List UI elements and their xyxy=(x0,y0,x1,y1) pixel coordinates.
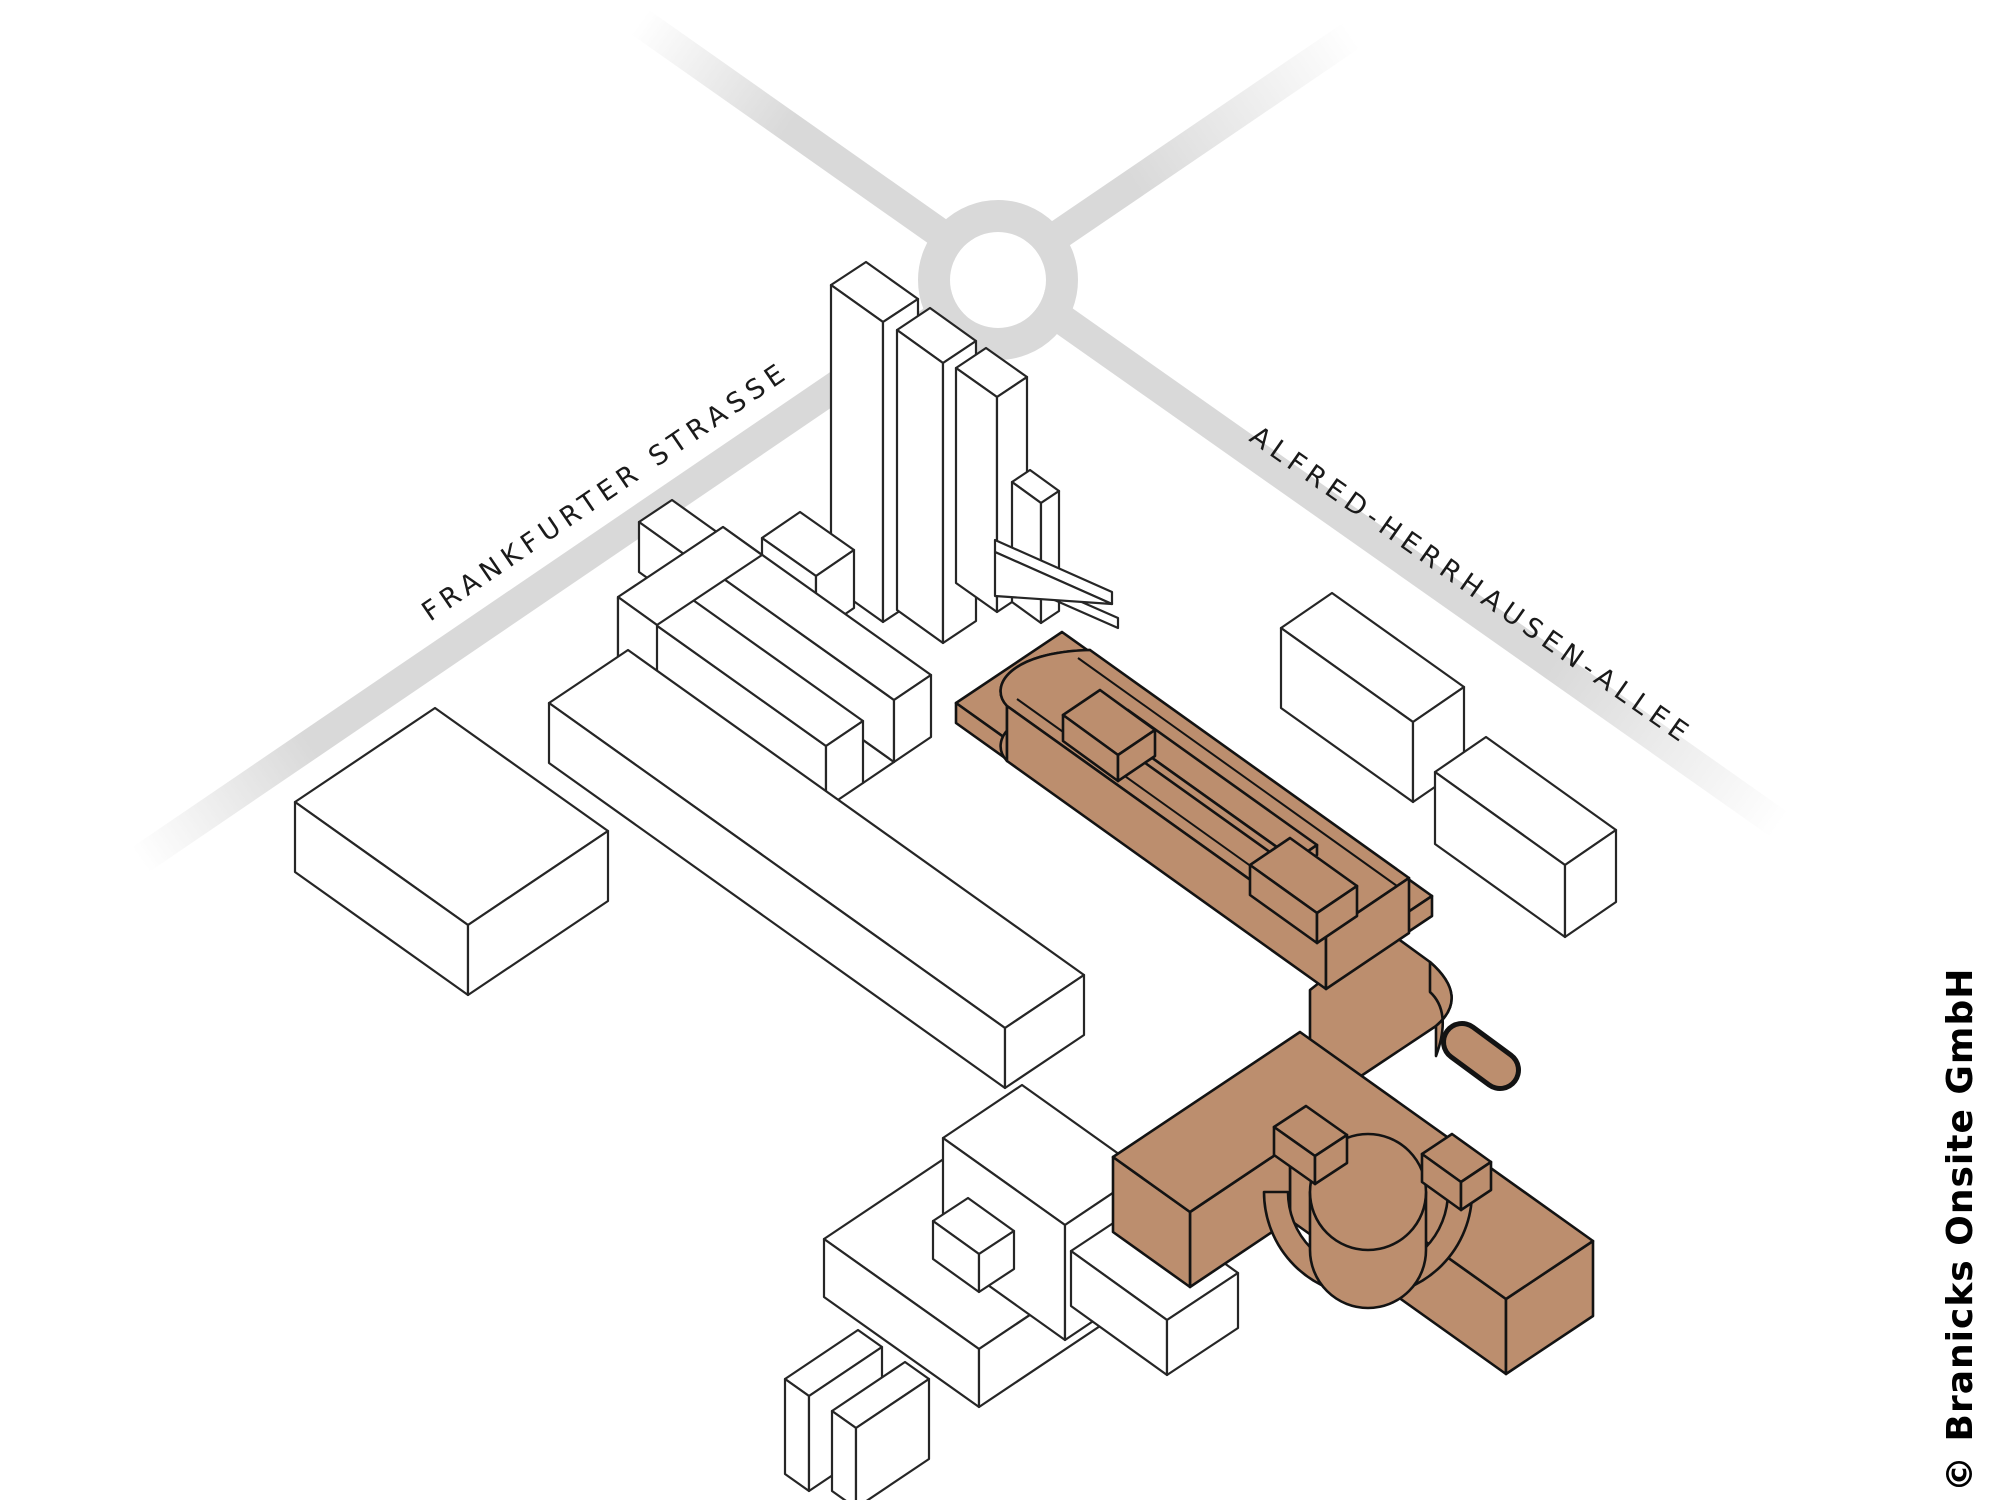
right-box-building-2 xyxy=(1433,735,1618,939)
highlighted-long-bar-building xyxy=(954,630,1521,1091)
roads xyxy=(131,9,1789,873)
highlighted-l-building-rotunda xyxy=(1111,1030,1595,1376)
right-box-building-1 xyxy=(1279,591,1466,804)
roundabout-inner xyxy=(950,232,1046,328)
roundabout-ring xyxy=(918,200,1078,360)
long-central-slab xyxy=(547,648,1086,1090)
left-box-building xyxy=(293,706,610,997)
tower-slab-cluster xyxy=(637,260,1120,645)
copyright-watermark: © Branicks Onsite GmbH xyxy=(1940,968,1981,1492)
u-shaped-courtyard-building xyxy=(616,525,933,810)
south-complex xyxy=(783,1083,1240,1500)
frankfurter-strasse-road xyxy=(131,22,1361,873)
alfred-herrhausen-allee-road xyxy=(631,9,1789,838)
